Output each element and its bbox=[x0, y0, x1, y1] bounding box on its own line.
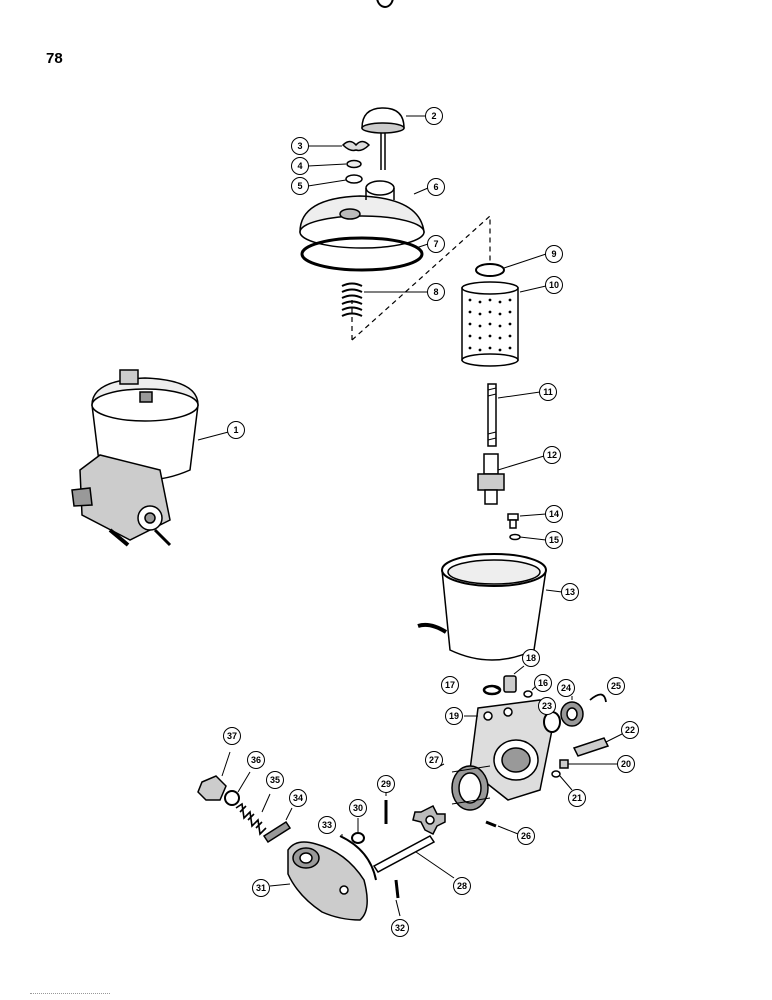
part-33-gasket bbox=[339, 835, 377, 881]
part-5-seal bbox=[345, 174, 363, 184]
callout-2: 2 bbox=[425, 107, 443, 125]
part-28-rotor-gear bbox=[412, 804, 446, 836]
callout-25: 25 bbox=[607, 677, 625, 695]
leader-lines bbox=[197, 115, 623, 917]
part-16-ring bbox=[523, 690, 533, 698]
part-31-end-cover bbox=[287, 841, 368, 921]
callout-6: 6 bbox=[427, 178, 445, 196]
part-2-knob bbox=[361, 107, 405, 170]
callout-30: 30 bbox=[349, 799, 367, 817]
callout-37: 37 bbox=[223, 727, 241, 745]
callout-23: 23 bbox=[538, 697, 556, 715]
part-15-washer bbox=[509, 533, 521, 541]
callout-31: 31 bbox=[252, 879, 270, 897]
part-7-gasket bbox=[300, 236, 424, 272]
callout-18: 18 bbox=[522, 649, 540, 667]
callout-29: 29 bbox=[377, 775, 395, 793]
part-4-washer bbox=[346, 159, 362, 169]
callout-7: 7 bbox=[427, 235, 445, 253]
part-37-plug bbox=[197, 775, 227, 801]
callout-33: 33 bbox=[318, 816, 336, 834]
callout-16: 16 bbox=[534, 674, 552, 692]
part-21-washer bbox=[551, 770, 561, 778]
callout-10: 10 bbox=[545, 276, 563, 294]
callout-28: 28 bbox=[453, 877, 471, 895]
part-32-dowel bbox=[394, 879, 400, 899]
part-25-snap-ring bbox=[589, 693, 607, 703]
callout-35: 35 bbox=[266, 771, 284, 789]
part-27-rotor-ring bbox=[451, 765, 491, 811]
part-34-flow-valve bbox=[262, 820, 292, 844]
part-24-bearing bbox=[560, 701, 584, 727]
part-35-spring bbox=[235, 802, 267, 836]
callout-11: 11 bbox=[539, 383, 557, 401]
part-26-pin bbox=[485, 820, 497, 828]
part-11-stud bbox=[487, 383, 497, 447]
part-18-plug bbox=[503, 675, 517, 693]
callout-17: 17 bbox=[441, 676, 459, 694]
callout-9: 9 bbox=[545, 245, 563, 263]
callout-27: 27 bbox=[425, 751, 443, 769]
part-12-fitting bbox=[477, 453, 505, 505]
callout-34: 34 bbox=[289, 789, 307, 807]
part-30-o-ring bbox=[351, 832, 365, 844]
callout-32: 32 bbox=[391, 919, 409, 937]
part-3-wing-nut bbox=[341, 140, 371, 152]
callout-8: 8 bbox=[427, 283, 445, 301]
callout-14: 14 bbox=[545, 505, 563, 523]
part-10-filter-element bbox=[461, 281, 519, 367]
part-17-o-ring bbox=[482, 684, 502, 696]
callout-21: 21 bbox=[568, 789, 586, 807]
part-1-pump-assembly bbox=[71, 369, 199, 547]
part-36-o-ring bbox=[224, 790, 240, 806]
part-19-pump-body bbox=[469, 699, 553, 801]
callout-13: 13 bbox=[561, 583, 579, 601]
dashed-leader bbox=[351, 214, 491, 341]
callout-36: 36 bbox=[247, 751, 265, 769]
callout-15: 15 bbox=[545, 531, 563, 549]
footer-mark bbox=[30, 993, 110, 996]
callout-24: 24 bbox=[557, 679, 575, 697]
callout-3: 3 bbox=[291, 137, 309, 155]
part-28-shaft bbox=[372, 835, 436, 873]
page-number: 78 bbox=[46, 50, 63, 67]
part-13-reservoir bbox=[417, 553, 547, 661]
part-14-screw bbox=[507, 513, 519, 529]
callout-1: 1 bbox=[227, 421, 245, 439]
part-20-bolt bbox=[559, 759, 569, 769]
callout-19: 19 bbox=[445, 707, 463, 725]
callout-20: 20 bbox=[617, 755, 635, 773]
part-22-valve bbox=[572, 737, 610, 757]
callout-5: 5 bbox=[291, 177, 309, 195]
callout-12: 12 bbox=[543, 446, 561, 464]
part-9-washer bbox=[475, 263, 505, 277]
callout-22: 22 bbox=[621, 721, 639, 739]
callout-4: 4 bbox=[291, 157, 309, 175]
callout-26: 26 bbox=[517, 827, 535, 845]
